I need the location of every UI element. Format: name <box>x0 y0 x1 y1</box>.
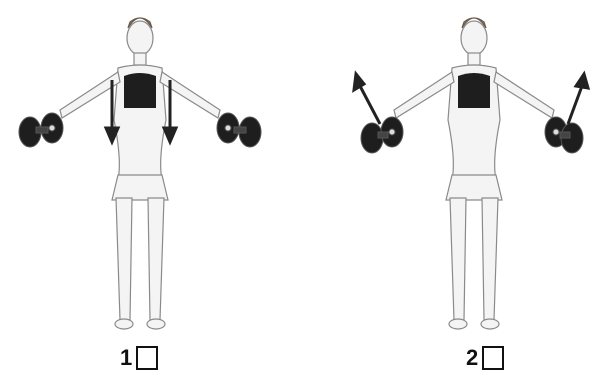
option-1: 1 <box>120 344 158 372</box>
anatomy-figure-1 <box>60 18 220 329</box>
dumbbell-right-icon <box>545 117 583 153</box>
figure-2-arms-raising <box>296 0 591 340</box>
option-1-checkbox[interactable] <box>136 346 158 370</box>
dumbbell-left-icon <box>361 117 403 153</box>
dumbbell-right-icon <box>217 113 261 147</box>
anatomy-figure-2 <box>394 18 554 329</box>
option-1-number: 1 <box>120 344 132 372</box>
option-2: 2 <box>466 344 504 372</box>
dumbbell-left-icon <box>19 113 63 147</box>
option-2-number: 2 <box>466 344 478 372</box>
figure-1-arms-lowering <box>0 0 295 340</box>
option-2-checkbox[interactable] <box>482 346 504 370</box>
